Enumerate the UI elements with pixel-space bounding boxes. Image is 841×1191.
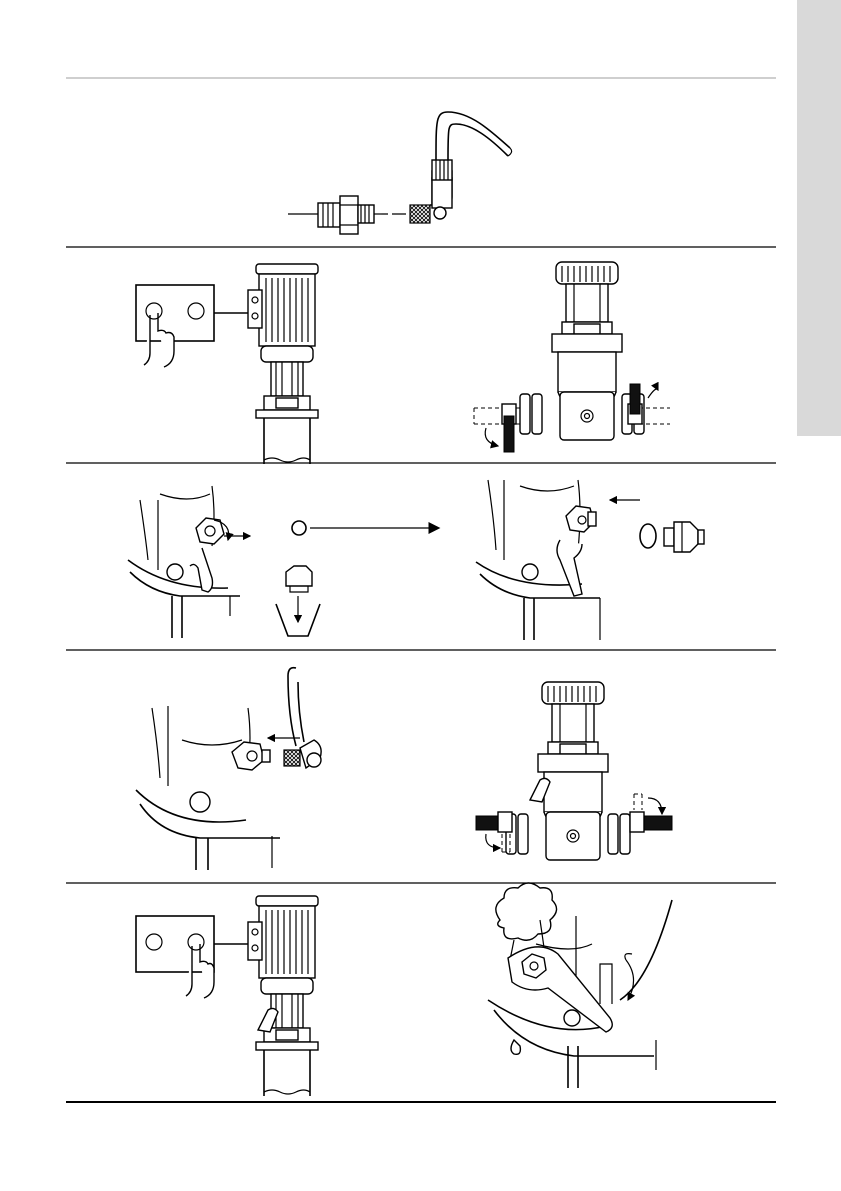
connect-sensor-cable	[136, 668, 321, 870]
remove-drain-plug	[128, 486, 438, 638]
close-isolating-valves	[474, 262, 670, 452]
thumb-tab	[797, 0, 841, 436]
open-isolating-valves	[476, 682, 672, 860]
control-panel-start-and-motor	[136, 896, 318, 1096]
vent-pump	[488, 883, 672, 1088]
control-panel-stop-and-motor	[136, 264, 318, 464]
fit-sensor-fitting-with-o-ring	[476, 480, 704, 640]
pressure-sensor-fitting-and-cable	[288, 112, 512, 234]
